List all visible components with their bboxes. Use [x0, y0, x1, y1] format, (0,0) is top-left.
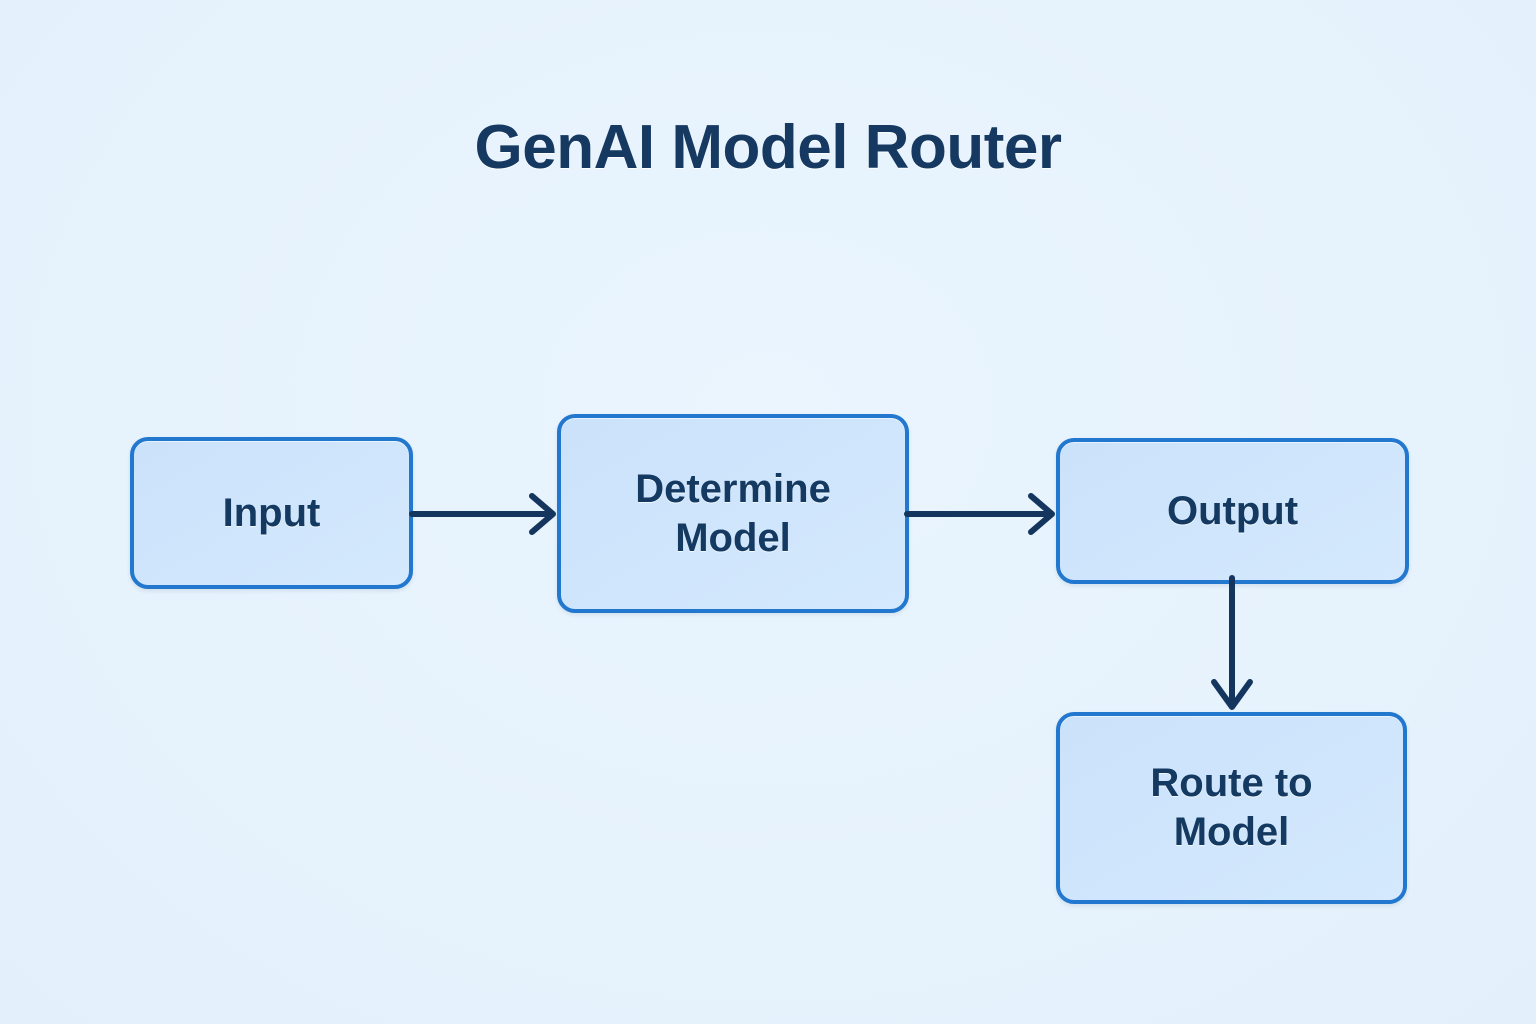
node-determine-model[interactable]: Determine Model [557, 414, 909, 613]
node-determine-model-label: Determine Model [635, 466, 831, 560]
node-output[interactable]: Output [1056, 438, 1409, 584]
node-input[interactable]: Input [130, 437, 413, 589]
page-title: GenAI Model Router [474, 113, 1062, 182]
node-input-label: Input [222, 490, 321, 535]
node-output-label: Output [1166, 488, 1299, 533]
node-route-to-model-label: Route to Model [1150, 761, 1313, 854]
arrow-determine-model-to-output [904, 486, 1061, 542]
node-route-to-model[interactable]: Route to Model [1056, 712, 1407, 904]
arrow-input-to-determine-model [409, 486, 562, 542]
arrow-output-to-route-to-model [1204, 575, 1260, 716]
